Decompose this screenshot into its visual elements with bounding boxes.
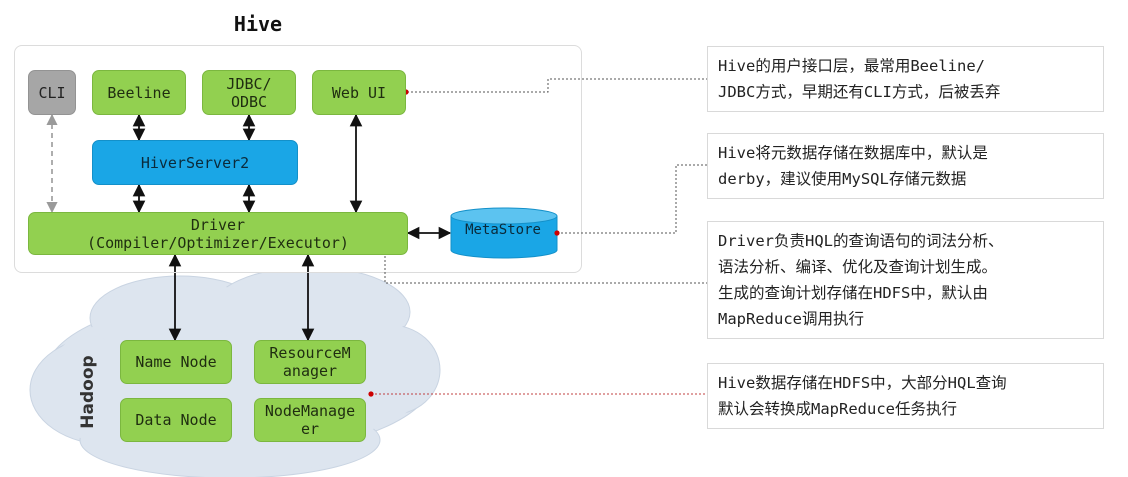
annotation-metastore-line2: derby，建议使用MySQL存储元数据 xyxy=(718,170,967,188)
annotation-metastore-line1: Hive将元数据存储在数据库中，默认是 xyxy=(718,144,988,162)
hive-title: Hive xyxy=(233,12,283,36)
nodemanager-label-line2: er xyxy=(300,420,320,438)
annotation-interface: Hive的用户接口层，最常用Beeline/ JDBC方式，早期还有CLI方式，… xyxy=(707,46,1104,112)
nodemanager-label-line1: NodeManage xyxy=(264,402,356,420)
driver-label-line2: (Compiler/Optimizer/Executor) xyxy=(87,233,349,252)
annotation-interface-line1: Hive的用户接口层，最常用Beeline/ xyxy=(718,57,985,75)
jdbc-label-line2: ODBC xyxy=(230,92,268,111)
resourcemanager-node: ResourceM anager xyxy=(254,340,366,384)
annotation-interface-line2: JDBC方式，早期还有CLI方式，后被丢弃 xyxy=(718,83,1001,101)
webui-label: Web UI xyxy=(331,83,387,102)
datanode-label: Data Node xyxy=(135,411,217,429)
driver-node: Driver (Compiler/Optimizer/Executor) xyxy=(28,212,408,255)
annotation-driver-line2: 语法分析、编译、优化及查询计划生成。 xyxy=(718,258,998,276)
webui-node: Web UI xyxy=(312,70,406,115)
datanode-node: Data Node xyxy=(120,398,232,442)
annotation-driver-line3: 生成的查询计划存储在HDFS中，默认由 xyxy=(718,284,988,302)
annotation-hdfs: Hive数据存储在HDFS中，大部分HQL查询 默认会转换成MapReduce任… xyxy=(707,363,1104,429)
nodemanager-node: NodeManage er xyxy=(254,398,366,442)
beeline-node: Beeline xyxy=(92,70,186,115)
annotation-driver: Driver负责HQL的查询语句的词法分析、 语法分析、编译、优化及查询计划生成… xyxy=(707,221,1104,339)
marker-hdfs xyxy=(368,391,374,397)
annotation-driver-line1: Driver负责HQL的查询语句的词法分析、 xyxy=(718,232,1004,250)
metastore-label: MetaStore xyxy=(465,222,541,238)
resourcemanager-label-line1: ResourceM xyxy=(269,344,351,362)
annotation-hdfs-line1: Hive数据存储在HDFS中，大部分HQL查询 xyxy=(718,374,1007,392)
jdbc-label-line1: JDBC/ xyxy=(226,74,272,93)
driver-label-line1: Driver xyxy=(190,215,246,234)
cli-label: CLI xyxy=(38,83,66,102)
cli-node: CLI xyxy=(28,70,76,115)
resourcemanager-label-line2: anager xyxy=(282,362,338,380)
annotation-hdfs-line2: 默认会转换成MapReduce任务执行 xyxy=(718,400,957,418)
hiveserver2-node: HiverServer2 xyxy=(92,140,298,185)
jdbc-odbc-node: JDBC/ ODBC xyxy=(202,70,296,115)
hiveserver2-label: HiverServer2 xyxy=(140,153,250,172)
annotation-driver-line4: MapReduce调用执行 xyxy=(718,310,864,328)
annotation-metastore: Hive将元数据存储在数据库中，默认是 derby，建议使用MySQL存储元数据 xyxy=(707,133,1104,199)
beeline-label: Beeline xyxy=(107,83,171,102)
hadoop-label: Hadoop xyxy=(78,355,98,429)
namenode-label: Name Node xyxy=(135,353,217,371)
namenode-node: Name Node xyxy=(120,340,232,384)
